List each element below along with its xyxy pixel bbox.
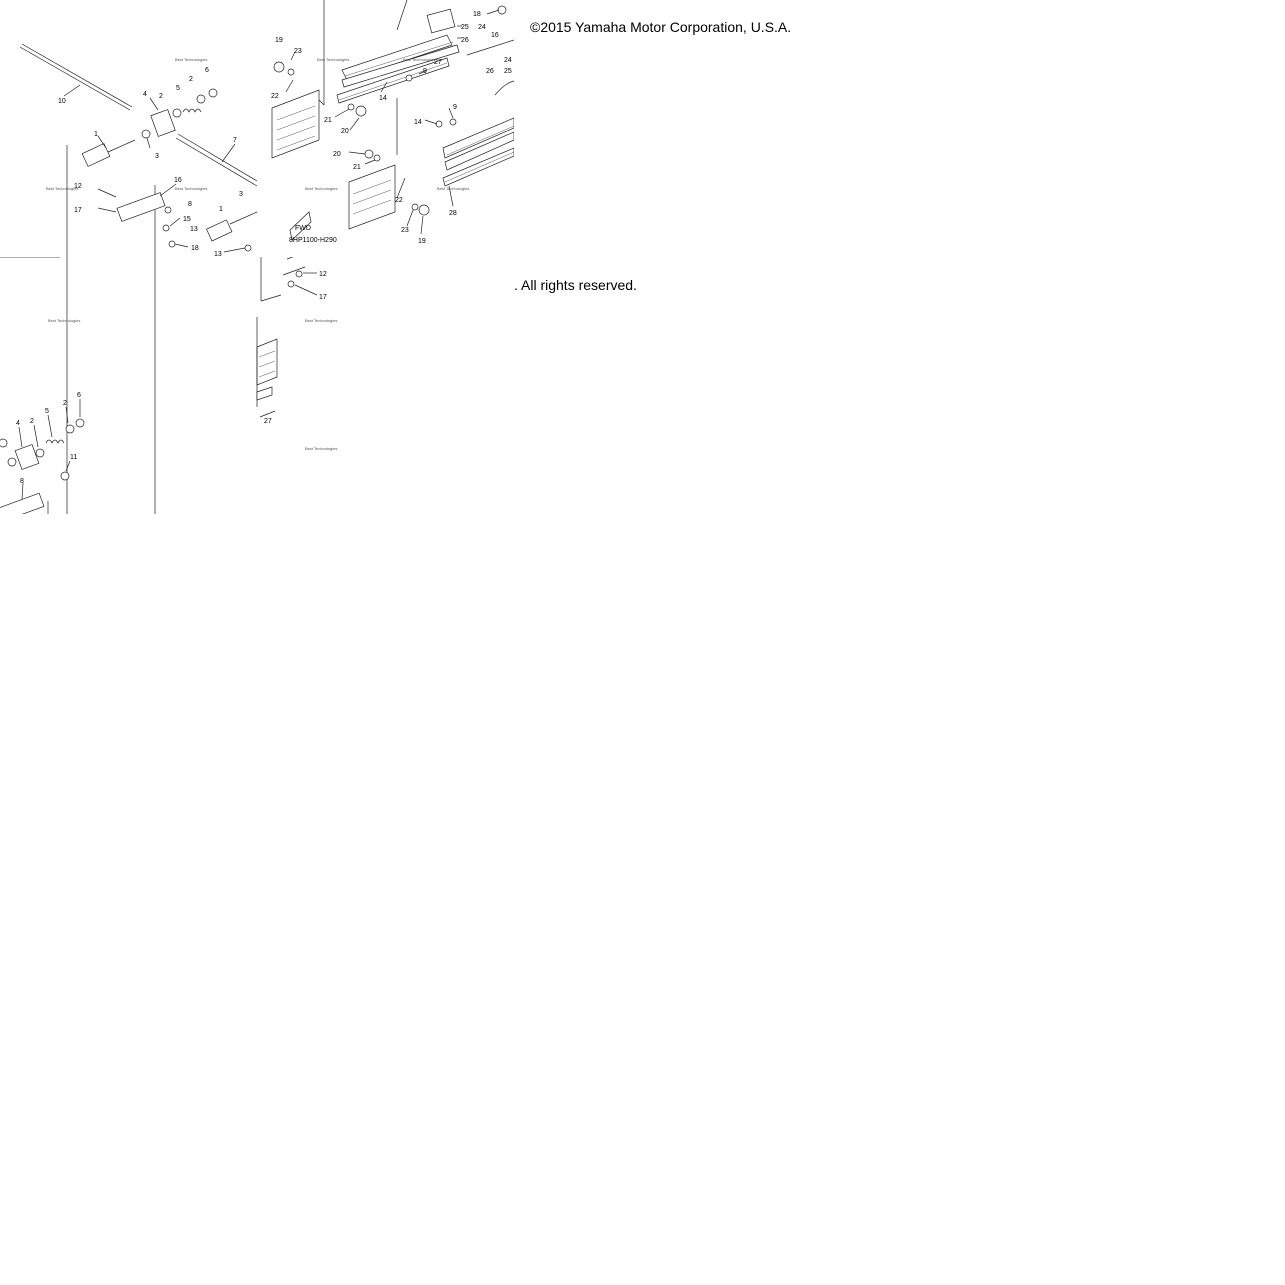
diagram-tile-bottom-left [0,257,257,514]
callout-23: 23 [294,48,302,55]
callout-25b: 25 [504,68,512,75]
callout-17: 17 [74,207,82,214]
copyright-text: ©2015 Yamaha Motor Corporation, U.S.A. [530,19,792,35]
callout-21b: 21 [353,164,361,171]
watermark: Best Technologies [305,186,337,191]
callout-4: 4 [143,91,147,98]
callout-16: 16 [491,32,499,39]
callout-3b: 3 [239,191,243,198]
diagram-tile-top-right: FWD 8HP1100-H290 18 25 24 26 16 19 23 22… [257,0,514,257]
callout-5: 5 [176,85,180,92]
callout-25: 25 [461,24,469,31]
callout-2b: 2 [63,400,67,407]
watermark: Best Technologies [305,446,337,451]
watermark: Best Technologies [175,57,207,62]
callout-15: 15 [183,216,191,223]
watermark: Best Technologies [48,318,80,323]
callout-1: 1 [94,131,98,138]
callout-9: 9 [423,68,427,75]
callout-18: 18 [473,11,481,18]
callout-16: 16 [174,177,182,184]
callout-27: 27 [264,418,272,425]
callout-4: 4 [16,420,20,427]
callout-26: 26 [461,37,469,44]
callout-2: 2 [30,418,34,425]
diagram-tile-top-left: 10 4 2 5 2 6 1 3 7 16 12 8 17 15 13 18 1… [0,0,257,257]
callout-2: 2 [159,93,163,100]
callout-27: 27 [434,59,442,66]
watermark: Best Technologies [305,318,337,323]
callout-14: 14 [379,95,387,102]
callout-1b: 1 [219,206,223,213]
callout-19b: 19 [418,238,426,245]
callout-13b: 13 [214,251,222,257]
callout-8: 8 [20,478,24,485]
callout-10: 10 [58,98,66,105]
callout-23b: 23 [401,227,409,234]
diagram-tile-bottom-right: 12 17 [257,257,514,514]
callout-12: 12 [74,183,82,190]
callout-14b: 14 [414,119,422,126]
watermark: Best Technologies [175,186,207,191]
watermark: Best Technologies [437,186,469,191]
callout-6: 6 [77,392,81,399]
callout-2b: 2 [189,76,193,83]
callout-3: 3 [155,153,159,160]
watermark: Best Technologies [403,57,435,62]
callout-18: 18 [191,245,199,252]
rights-reserved-text: . All rights reserved. [514,277,637,293]
callout-17: 17 [319,294,327,301]
callout-20b: 20 [333,151,341,158]
callout-28: 28 [449,210,457,217]
callout-6: 6 [205,67,209,74]
callout-9b: 9 [453,104,457,111]
diagram-fragment-overlay: 4 2 5 2 6 11 8 Best Technologies Best Te… [0,257,514,514]
callout-22: 22 [271,93,279,100]
callout-21: 21 [324,117,332,124]
callout-24: 24 [478,24,486,31]
callout-24b: 24 [504,57,512,64]
diagram-code: 8HP1100-H290 [289,237,337,244]
callout-11: 11 [70,454,77,461]
fwd-arrow-label: FWD [295,225,311,232]
callout-12: 12 [319,271,327,278]
callout-26b: 26 [486,68,494,75]
callout-13: 13 [190,226,198,233]
callout-7: 7 [233,137,237,144]
callout-8: 8 [188,201,192,208]
callout-20: 20 [341,128,349,135]
callout-19: 19 [275,37,283,44]
watermark: Best Technologies [46,186,78,191]
callout-5: 5 [45,408,49,415]
watermark: Best Technologies [317,57,349,62]
callout-22b: 22 [395,197,403,204]
